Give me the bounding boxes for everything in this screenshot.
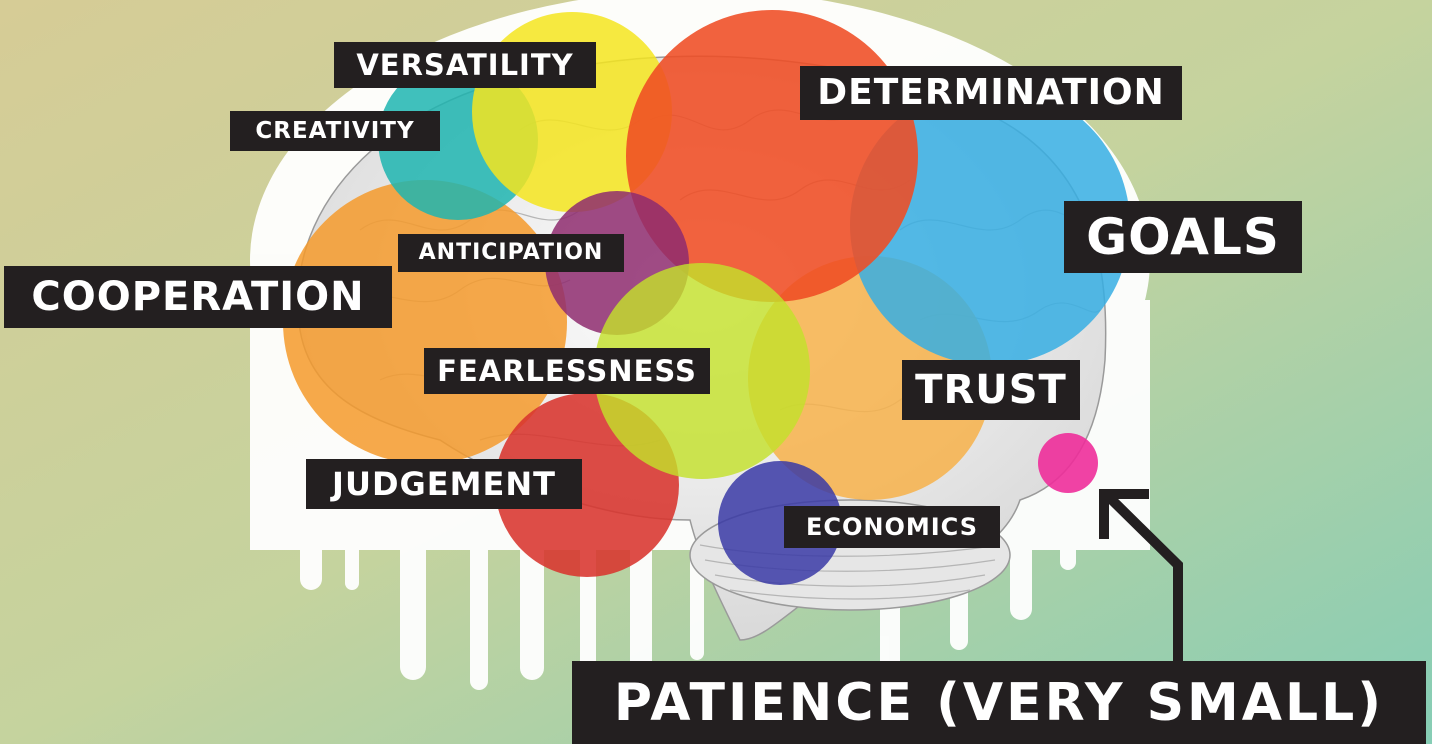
label-creativity: CREATIVITY [230,111,440,151]
arrow-icon [1099,489,1183,667]
region-blue [850,85,1130,365]
label-determination: DETERMINATION [800,66,1182,120]
label-patience: PATIENCE (VERY SMALL) [572,661,1426,744]
label-trust: TRUST [902,360,1080,420]
label-cooperation: COOPERATION [4,266,392,328]
label-judgement: JUDGEMENT [306,459,582,509]
label-fearlessness: FEARLESSNESS [424,348,710,394]
label-economics: ECONOMICS [784,506,1000,548]
label-goals: GOALS [1064,201,1302,273]
region-magenta [1038,433,1098,493]
label-versatility: VERSATILITY [334,42,596,88]
label-anticipation: ANTICIPATION [398,234,624,272]
region-navy [718,461,842,585]
